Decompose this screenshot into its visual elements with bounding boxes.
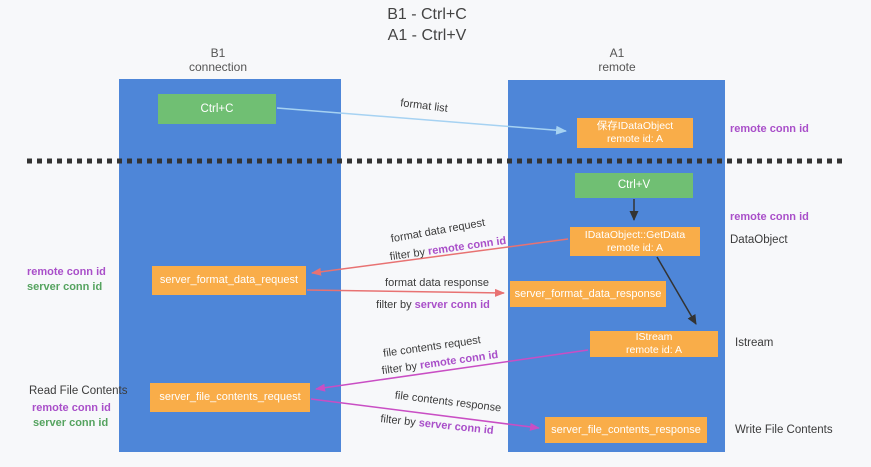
node-getdata-line2: remote id: A xyxy=(606,241,664,254)
node-server-file-contents-request: server_file_contents_request xyxy=(150,383,310,412)
filter-by-text: filter by xyxy=(376,299,412,311)
node-ctrl-v-label: Ctrl+V xyxy=(617,179,651,191)
node-istream: IStream remote id: A xyxy=(590,331,718,357)
annotation-remote-conn-id-top: remote conn id xyxy=(730,123,809,135)
node-idataobject-getdata: IDataObject::GetData remote id: A xyxy=(570,227,700,256)
node-format-response-label: server_format_data_response xyxy=(514,287,662,300)
annotation-remote-conn-id-left1: remote conn id xyxy=(27,266,106,278)
node-ctrl-c: Ctrl+C xyxy=(158,94,276,124)
annotation-remote-conn-id-left2: remote conn id xyxy=(32,402,111,414)
lane-b1-subtitle: connection xyxy=(188,60,248,74)
edge-label-format-data-response: format data response xyxy=(385,277,489,289)
annotation-remote-conn-id-mid: remote conn id xyxy=(730,211,809,223)
arrow-getdata-to-istream xyxy=(656,256,697,325)
lane-header-b1: B1 connection xyxy=(189,46,247,74)
node-ctrl-c-label: Ctrl+C xyxy=(200,102,234,115)
arrow-format-data-response xyxy=(306,288,505,297)
node-server-file-contents-response: server_file_contents_response xyxy=(545,417,707,443)
lane-b1-title: B1 xyxy=(210,46,226,60)
node-istream-line2: remote id: A xyxy=(625,344,683,356)
annotation-read-file-contents: Read File Contents xyxy=(29,385,128,397)
node-save-idataobject: 保存IDataObject remote id: A xyxy=(577,118,693,148)
node-file-request-label: server_file_contents_request xyxy=(159,391,301,403)
node-istream-line1: IStream xyxy=(635,331,673,343)
node-format-request-label: server_format_data_request xyxy=(159,274,299,286)
diagram-title: B1 - Ctrl+C A1 - Ctrl+V xyxy=(387,4,467,46)
annotation-server-conn-id-left1: server conn id xyxy=(27,281,103,293)
title-line2: A1 - Ctrl+V xyxy=(387,27,467,44)
arrow-format-list xyxy=(276,107,567,135)
node-server-format-data-request: server_format_data_request xyxy=(152,266,306,295)
arrow-file-contents-response xyxy=(310,398,540,431)
title-line1: B1 - Ctrl+C xyxy=(387,6,467,23)
node-ctrl-v: Ctrl+V xyxy=(575,173,693,198)
annotation-server-conn-id-left2: server conn id xyxy=(33,417,109,429)
node-save-idataobject-line1: 保存IDataObject xyxy=(596,120,674,132)
arrow-file-contents-request xyxy=(315,349,589,392)
node-getdata-line1: IDataObject::GetData xyxy=(584,228,686,241)
node-file-response-label: server_file_contents_response xyxy=(551,423,701,436)
edge-label-filter-server-1: filter by server conn id xyxy=(376,299,490,311)
lane-a1-subtitle: remote xyxy=(598,60,636,74)
arrow-format-data-request xyxy=(311,238,569,276)
lane-header-a1: A1 remote xyxy=(598,46,635,74)
node-server-format-data-response: server_format_data_response xyxy=(510,281,666,307)
annotation-istream: Istream xyxy=(735,337,774,349)
lane-a1-title: A1 xyxy=(609,46,625,60)
annotation-write-file-contents: Write File Contents xyxy=(735,424,833,436)
server-conn-id-text: server conn id xyxy=(414,299,490,311)
node-save-idataobject-line2: remote id: A xyxy=(606,133,664,145)
annotation-dataobject: DataObject xyxy=(730,234,788,246)
